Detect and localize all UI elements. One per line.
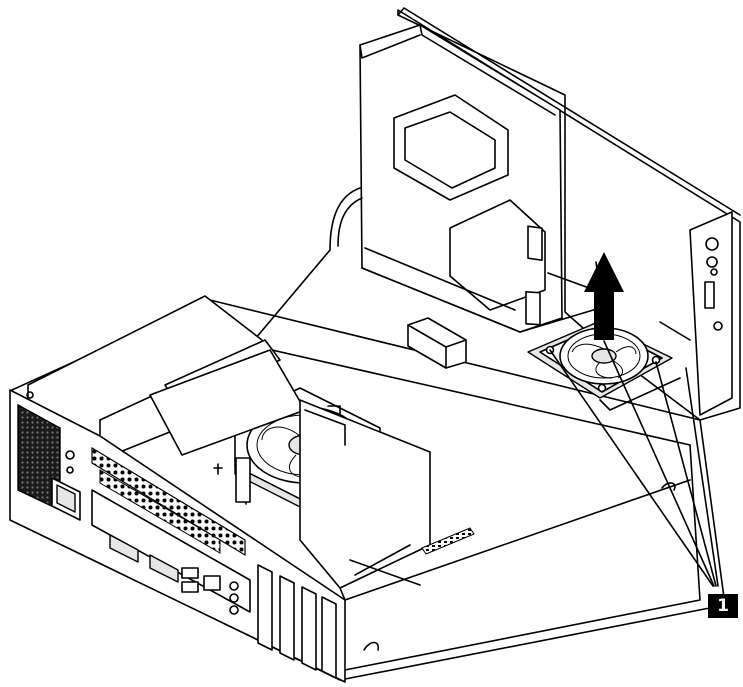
drive-cage	[329, 24, 611, 333]
rear-fan	[527, 261, 691, 411]
callout-leader-lines	[549, 340, 719, 587]
side-wall	[397, 7, 741, 421]
air-duct	[149, 349, 431, 601]
small-connector-block	[407, 317, 467, 369]
expansion-slot-area	[349, 527, 475, 586]
arrow-up-icon	[584, 252, 624, 340]
back-panel	[9, 389, 676, 683]
callout-label: 1	[708, 594, 738, 618]
screw-icon	[597, 383, 607, 393]
